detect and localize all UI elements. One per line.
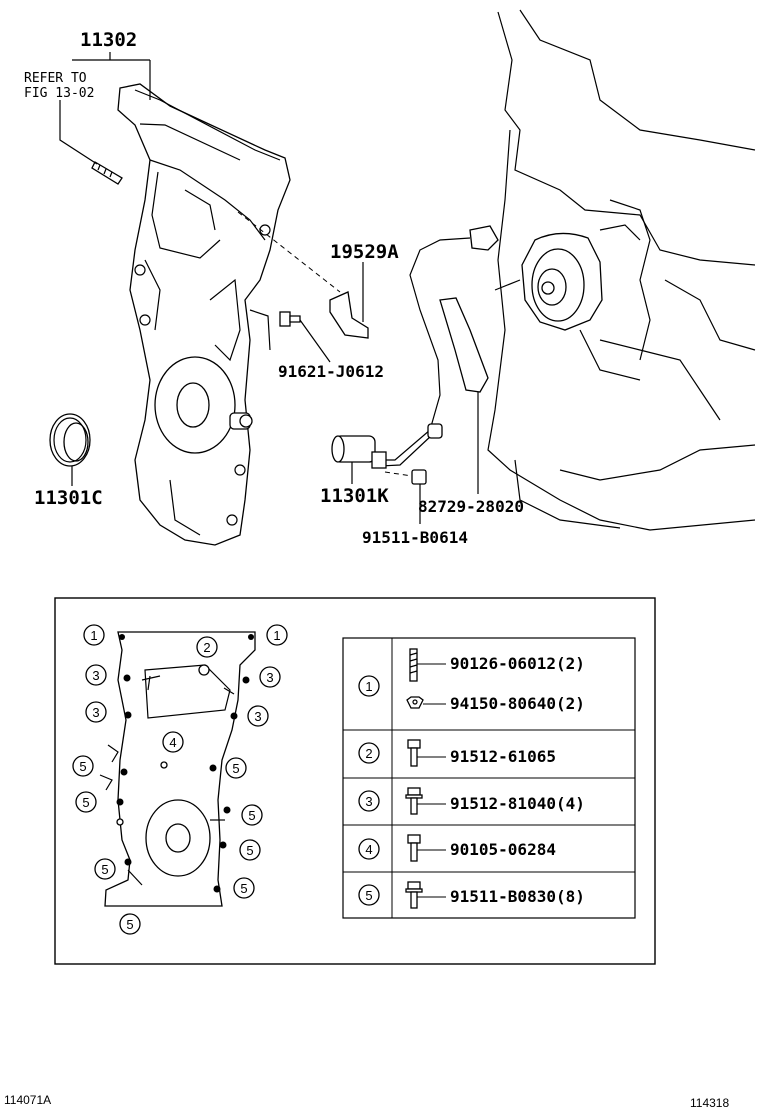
bolt-91511-B0614-illustration bbox=[384, 469, 427, 485]
marker-circle bbox=[233, 877, 255, 899]
oil-seal-illustration bbox=[49, 413, 91, 467]
marker-circle bbox=[75, 791, 97, 813]
marker-circle bbox=[72, 755, 94, 777]
marker-label: 1 bbox=[273, 628, 280, 643]
marker-circle bbox=[162, 731, 184, 753]
marker-label: 5 bbox=[232, 761, 239, 776]
marker-circle bbox=[196, 636, 218, 658]
table-ref: 5 bbox=[365, 888, 372, 903]
marker-label: 3 bbox=[266, 670, 273, 685]
marker-label: 5 bbox=[240, 881, 247, 896]
table-ref: 1 bbox=[365, 679, 372, 694]
marker-label: 5 bbox=[79, 759, 86, 774]
marker-label: 3 bbox=[92, 668, 99, 683]
table-ref: 3 bbox=[365, 794, 372, 809]
callout-sensor: 11301K bbox=[320, 485, 389, 507]
flange-bolt-icon bbox=[405, 881, 423, 909]
callout-refer-line1: REFER TO bbox=[24, 71, 87, 86]
marker-label: 5 bbox=[82, 795, 89, 810]
marker-circle bbox=[85, 701, 107, 723]
footer-left-code: 114071A bbox=[4, 1093, 51, 1107]
table-part: 91511-B0830(8) bbox=[450, 887, 585, 906]
table-ref: 4 bbox=[365, 842, 372, 857]
marker-circle bbox=[239, 839, 261, 861]
nut-icon bbox=[406, 696, 424, 709]
table-ref-circle bbox=[358, 742, 380, 764]
table-ref-circle bbox=[358, 675, 380, 697]
parts-table: 1 90126-06012(2) 94150-80640(2) 2 91512-… bbox=[342, 637, 636, 919]
marker-label: 5 bbox=[126, 917, 133, 932]
marker-circle bbox=[85, 664, 107, 686]
marker-circle bbox=[259, 666, 281, 688]
marker-circle bbox=[83, 624, 105, 646]
bolt-icon bbox=[407, 834, 421, 862]
table-part: 91512-61065 bbox=[450, 747, 556, 766]
table-ref: 2 bbox=[365, 746, 372, 761]
marker-label: 5 bbox=[248, 808, 255, 823]
bolt-map-inset bbox=[54, 597, 656, 965]
stud-icon bbox=[409, 648, 418, 682]
table-ref-circle bbox=[358, 884, 380, 906]
marker-label: 5 bbox=[101, 862, 108, 877]
callout-bracket: 19529A bbox=[330, 241, 399, 263]
marker-label: 4 bbox=[169, 735, 176, 750]
callout-bolt-bracket: 91621-J0612 bbox=[278, 362, 384, 381]
marker-circle bbox=[225, 757, 247, 779]
callout-cover: 11302 bbox=[80, 29, 137, 51]
crank-sensor-illustration bbox=[331, 225, 499, 469]
table-part: 91512-81040(4) bbox=[450, 794, 585, 813]
marker-label: 5 bbox=[246, 843, 253, 858]
engine-block-illustration bbox=[487, 9, 756, 531]
callout-clamp: 82729-28020 bbox=[418, 497, 524, 516]
marker-circle bbox=[119, 913, 141, 935]
table-part: 90126-06012(2) bbox=[450, 654, 585, 673]
bolt-icon bbox=[407, 739, 421, 767]
callout-refer-line2: FIG 13-02 bbox=[24, 86, 94, 101]
wire-clamp-illustration bbox=[439, 297, 489, 393]
table-part: 94150-80640(2) bbox=[450, 694, 585, 713]
footer-right-code: 114318 bbox=[690, 1096, 729, 1110]
marker-label: 3 bbox=[254, 709, 261, 724]
bracket-illustration bbox=[329, 291, 369, 339]
flange-bolt-icon bbox=[405, 787, 423, 815]
marker-circle bbox=[247, 705, 269, 727]
marker-label: 1 bbox=[90, 628, 97, 643]
table-ref-circle bbox=[358, 838, 380, 860]
marker-circle bbox=[94, 858, 116, 880]
callout-bolt-sensor: 91511-B0614 bbox=[362, 528, 468, 547]
marker-label: 3 bbox=[92, 705, 99, 720]
table-part: 90105-06284 bbox=[450, 840, 556, 859]
timing-chain-cover-illustration bbox=[91, 83, 291, 546]
callout-seal: 11301C bbox=[34, 487, 103, 509]
bolt-91621-illustration bbox=[279, 311, 301, 327]
marker-circle bbox=[241, 804, 263, 826]
bolt-map-markers: 1 1 2 3 3 3 3 4 5 5 5 5 5 5 5 5 bbox=[72, 624, 288, 935]
bolt-map-cover-outline bbox=[99, 631, 256, 907]
table-ref-circle bbox=[358, 790, 380, 812]
marker-circle bbox=[266, 624, 288, 646]
marker-label: 2 bbox=[203, 640, 210, 655]
